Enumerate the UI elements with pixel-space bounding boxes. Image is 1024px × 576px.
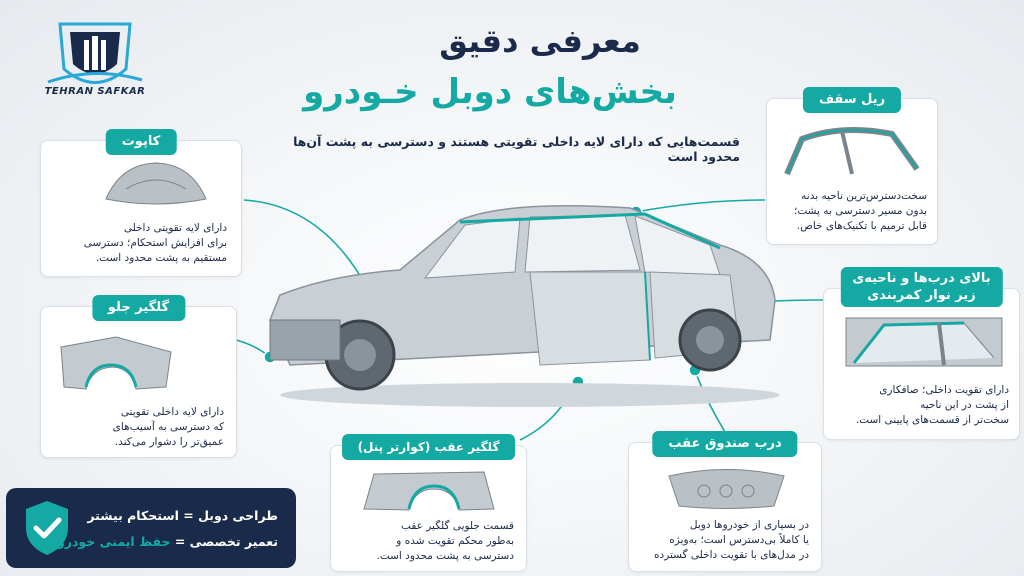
page-subtitle: قسمت‌هایی که دارای لایه داخلی تقویتی هست… — [293, 134, 740, 164]
summary-badge: طراحی دوبل = استحکام بیشتر تعمیر تخصصی =… — [6, 488, 296, 568]
card-front-fender-desc-line3: عمیق‌تر را دشوار می‌کند. — [114, 436, 224, 448]
card-door-top: بالای درب‌ها و ناحیه‌ی زیر نوار کمربندی … — [823, 267, 1020, 440]
card-trunk-desc-line3: در مدل‌های با تقویت داخلی گسترده — [654, 549, 809, 561]
card-rear-fender-desc-line3: دسترسی به پشت محدود است. — [376, 550, 514, 562]
card-hood-desc-line1: دارای لایه تقویتی داخلی — [123, 222, 227, 234]
card-front-fender: گلگیر جلو دارای لایه داخلی تقویتی که دست… — [40, 295, 237, 458]
trunk-thumbnail — [668, 469, 785, 509]
card-roof-rail-desc-line3: قابل ترمیم با تکنیک‌های خاص. — [796, 220, 927, 232]
door-top-thumbnail — [845, 317, 1003, 367]
shield-check-icon — [26, 501, 68, 555]
card-trunk-desc-line2: یا کاملاً بی‌دسترس است؛ به‌ویژه — [669, 534, 809, 546]
card-hood-title: کاپوت — [105, 129, 177, 155]
car-body-illustration — [269, 204, 780, 407]
badge-line1-label: طراحی دوبل = — [178, 508, 278, 523]
badge-line2-label: تعمیر تخصصی = — [170, 534, 278, 549]
card-front-fender-desc-line2: که دسترسی به آسیب‌های — [112, 421, 224, 433]
front-fender-thumbnail — [60, 336, 172, 390]
card-roof-rail-title: ریل سقف — [802, 87, 902, 113]
card-roof-rail-desc-line2: بدون مسیر دسترسی به پشت؛ — [794, 205, 927, 217]
card-trunk: درب صندوق عقب در بسیاری از خودروها دوبل … — [628, 431, 822, 572]
card-trunk-desc-line1: در بسیاری از خودروها دوبل — [689, 519, 809, 531]
card-front-fender-title: گلگیر جلو — [91, 295, 186, 321]
page-title-line1: معرفی دقیق — [439, 22, 641, 60]
card-door-top-title-line1: بالای درب‌ها و ناحیه‌ی — [852, 271, 991, 286]
brand-name: TEHRAN SAFKAR — [44, 86, 146, 97]
page-title-line2: بخش‌های دوبل خـودرو — [303, 72, 677, 112]
rear-fender-thumbnail — [363, 471, 495, 511]
badge-line2-value: حفظ ایمنی خودرو — [57, 534, 171, 549]
tehran-safkar-logo-icon — [47, 22, 143, 84]
card-rear-fender: گلگیر عقب (کوارتر پنل) قسمت جلویی گلگیر … — [330, 434, 527, 572]
card-rear-fender-desc-line1: قسمت جلویی گلگیر عقب — [401, 520, 514, 532]
card-hood: کاپوت دارای لایه تقویتی داخلی برای افزای… — [40, 129, 242, 277]
card-door-top-title: بالای درب‌ها و ناحیه‌ی زیر نوار کمربندی — [840, 267, 1003, 307]
card-roof-rail: ریل سقف سخت‌دسترس‌ترین ناحیه بدنه بدون م… — [766, 87, 938, 245]
card-front-fender-desc-line1: دارای لایه داخلی تقویتی — [120, 406, 224, 418]
card-trunk-title: درب صندوق عقب — [652, 431, 798, 457]
roof-rail-thumbnail — [784, 127, 920, 176]
hood-thumbnail — [105, 162, 207, 205]
card-hood-desc-line2: برای افزایش استحکام؛ دسترسی — [83, 237, 227, 249]
card-door-top-desc-line1: دارای تقویت داخلی؛ صافکاری — [879, 384, 1009, 396]
card-door-top-desc-line2: از پشت در این ناحیه — [920, 399, 1009, 411]
card-door-top-desc-line3: سخت‌تر از قسمت‌های پایینی است. — [855, 414, 1009, 426]
card-hood-desc-line3: مستقیم به پشت محدود است. — [95, 252, 227, 264]
card-roof-rail-desc-line1: سخت‌دسترس‌ترین ناحیه بدنه — [801, 190, 927, 202]
badge-line1-value: استحکام بیشتر — [87, 508, 179, 523]
card-rear-fender-desc-line2: به‌طور محکم تقویت شده و — [396, 535, 514, 547]
card-rear-fender-title: گلگیر عقب (کوارتر پنل) — [341, 434, 516, 460]
card-door-top-title-line2: زیر نوار کمربندی — [867, 288, 976, 303]
